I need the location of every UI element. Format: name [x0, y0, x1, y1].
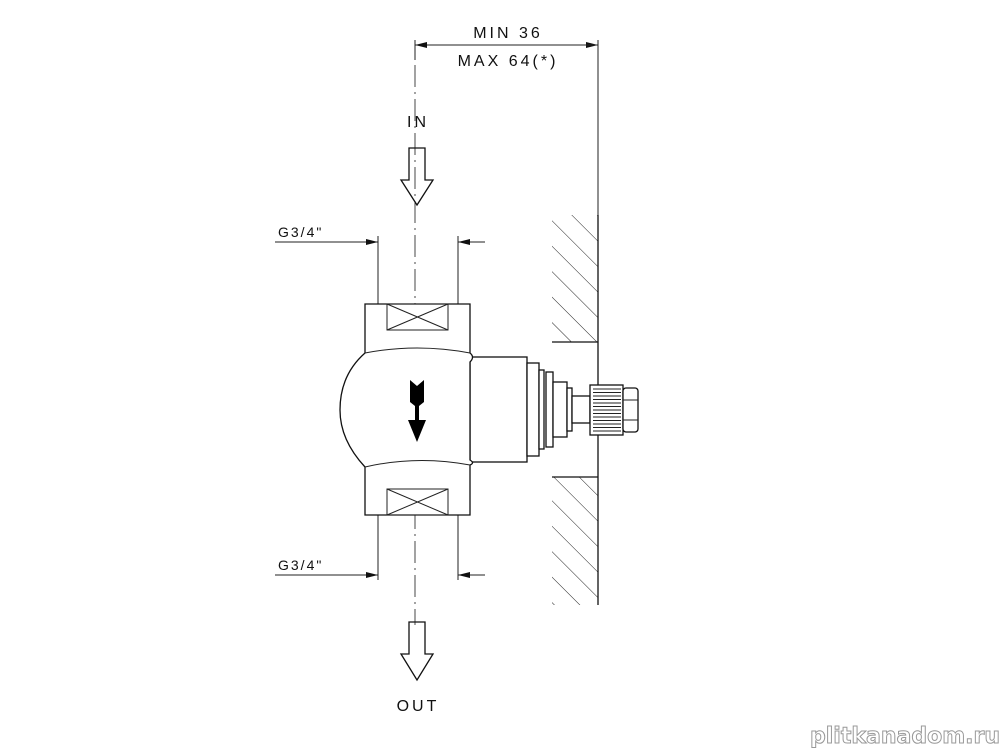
flow-direction-arrow-icon	[408, 380, 426, 442]
thread-top-label: G3/4"	[278, 224, 323, 240]
watermark: plitkanadom.ru	[810, 724, 1000, 749]
knurled-knob	[589, 384, 639, 436]
depth-dimension: MIN 36 MAX 64(*)	[414, 25, 599, 215]
valve-body	[339, 303, 528, 516]
thread-dimension-bottom: G3/4"	[275, 515, 485, 580]
dimension-min-label: MIN 36	[473, 25, 543, 42]
thread-dimension-top: G3/4"	[275, 224, 485, 304]
inlet-label: IN	[407, 114, 429, 131]
outlet-label: OUT	[397, 698, 440, 715]
wall-section	[552, 215, 599, 605]
dimension-max-label: MAX 64(*)	[458, 53, 559, 70]
thread-bottom-label: G3/4"	[278, 557, 323, 573]
inlet-flow-arrow-icon	[399, 147, 435, 207]
cartridge	[526, 362, 591, 457]
outlet-flow-arrow-icon	[399, 621, 435, 682]
